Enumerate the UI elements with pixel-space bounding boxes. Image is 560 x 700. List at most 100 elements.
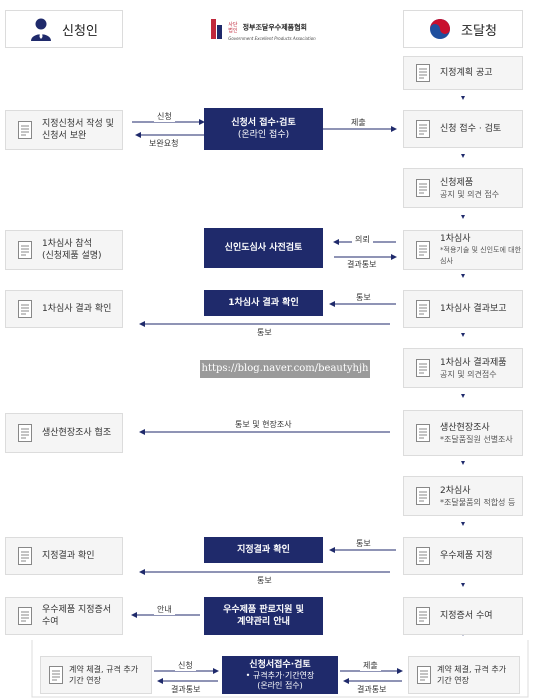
exam2-main: 2차심사 [440, 485, 471, 496]
left-contract: 계약 체결, 규격 추가 기간 연장 [40, 656, 152, 694]
taegeuk-icon [430, 19, 451, 39]
right-announce: 지정계획 공고 [403, 56, 523, 90]
right-survey: 생산현장조사*조달품질원 선별조사 [403, 410, 523, 456]
blog-watermark: https://blog.naver.com/beautyhjh [200, 360, 370, 378]
label-result-notice: 결과통보 [344, 259, 380, 270]
exam1-main: 1차심사 [440, 234, 471, 244]
attend-text: 1차심사 참석 (신청제품 설명) [42, 239, 102, 261]
label-notify-1: 통보 [353, 292, 374, 303]
document-icon [416, 424, 430, 442]
publish2-main: 1차심사 결과제품 [440, 357, 507, 368]
document-icon [18, 241, 32, 259]
document-icon [416, 359, 430, 377]
mid-result1: 1차심사 결과 확인 [204, 290, 323, 316]
announce-text: 지정계획 공고 [440, 68, 493, 78]
left-contract-text: 계약 체결, 규격 추가 기간 연장 [69, 665, 139, 685]
award-text: 지정증서 수여 [440, 611, 493, 621]
label-notify-2: 통보 [353, 538, 374, 549]
association-logo-icon [211, 19, 223, 39]
left-write: 지정신청서 작성 및 신청서 보완 [5, 110, 123, 150]
document-icon [416, 120, 430, 138]
left-cooperate: 생산현장조사 협조 [5, 413, 123, 453]
report1-text: 1차심사 결과보고 [440, 304, 507, 314]
applicant-label: 신청인 [62, 23, 98, 39]
document-icon [18, 607, 32, 625]
document-icon [18, 300, 32, 318]
right-intake: 신청 접수 · 검토 [403, 110, 523, 148]
survey-sub: *조달품질원 선별조사 [440, 434, 513, 444]
applicant-header: 신청인 [5, 10, 123, 48]
label-supplement: 보완요청 [146, 138, 182, 149]
association-header: 사단 법인 정부조달우수제품협회 Government Excellent Pr… [202, 10, 324, 48]
support-line2: 계약관리 안내 [237, 617, 290, 627]
receive-line2: (온라인 접수) [237, 130, 290, 140]
publish-main: 신청제품 [440, 177, 474, 188]
pps-header: 조달청 [403, 10, 523, 48]
mid-receive: 신청서 접수·검토 (온라인 접수) [204, 108, 323, 150]
label-guide: 안내 [154, 604, 175, 615]
mid-result2: 지정결과 확인 [204, 537, 323, 563]
receive-line1: 신청서 접수·검토 [231, 118, 296, 128]
result1-text: 1차심사 결과 확인 [228, 298, 299, 308]
confirm1-text: 1차심사 결과 확인 [42, 304, 112, 314]
left-confirm1: 1차심사 결과 확인 [5, 290, 123, 328]
certificate-text: 우수제품 지정증서 수여 [42, 605, 112, 627]
document-icon [18, 547, 32, 565]
association-small: 사단 법인 [228, 21, 238, 34]
right-contract: 계약 체결, 규격 추가 기간 연장 [408, 656, 520, 694]
document-icon [416, 300, 430, 318]
label-apply-2: 신청 [175, 660, 196, 671]
result2-text: 지정결과 확인 [237, 545, 290, 555]
left-confirm2: 지정결과 확인 [5, 537, 123, 575]
document-icon [416, 64, 430, 82]
document-icon [416, 607, 430, 625]
confirm2-text: 지정결과 확인 [42, 551, 95, 561]
right-award: 지정증서 수여 [403, 597, 523, 635]
association-name: 정부조달우수제품협회 [242, 23, 307, 32]
label-result-2: 결과통보 [168, 684, 204, 695]
survey-main: 생산현장조사 [440, 422, 490, 433]
right-contract-text: 계약 체결, 규격 추가 기간 연장 [437, 665, 507, 685]
bottom-line1: 신청서접수·검토 [249, 660, 311, 670]
right-exam2: 2차심사*조달물품의 적합성 등 [403, 476, 523, 516]
intake-text: 신청 접수 · 검토 [440, 124, 502, 134]
left-attend: 1차심사 참석 (신청제품 설명) [5, 230, 123, 270]
right-designate: 우수제품 지정 [403, 537, 523, 575]
support-line1: 우수제품 판로지원 및 [223, 605, 304, 615]
document-icon [18, 121, 32, 139]
publish2-sub: 공지 및 의견접수 [440, 369, 497, 379]
write-text: 지정신청서 작성 및 신청서 보완 [42, 119, 114, 141]
person-icon [31, 18, 52, 41]
label-submit-2: 제출 [360, 660, 381, 671]
label-notify-2b: 통보 [254, 575, 275, 586]
document-icon [416, 547, 430, 565]
down-arrows [461, 96, 465, 636]
cooperate-text: 생산현장조사 협조 [42, 428, 112, 438]
exam2-sub: *조달물품의 적합성 등 [440, 497, 516, 507]
right-report1: 1차심사 결과보고 [403, 290, 523, 328]
label-result-3: 결과통보 [354, 684, 390, 695]
bottom-line2: • 규격추가·기간연장 (온라인 접수) [245, 671, 315, 690]
label-notify-survey: 통보 및 현장조사 [232, 419, 295, 430]
label-apply: 신청 [154, 111, 175, 122]
bottom-bracket [31, 640, 529, 698]
label-notify-1b: 통보 [254, 327, 275, 338]
document-icon [416, 487, 430, 505]
document-icon [416, 179, 430, 197]
association-english: Government Excellent Products Associatio… [228, 36, 316, 41]
mid-precheck: 신인도심사 사전검토 [204, 228, 323, 268]
designate-text: 우수제품 지정 [440, 551, 493, 561]
label-request: 의뢰 [352, 234, 373, 245]
publish-sub: 공지 및 의견 접수 [440, 189, 500, 199]
document-icon [49, 666, 63, 684]
label-submit: 제출 [348, 117, 369, 128]
document-icon [416, 241, 430, 259]
mid-bottom: 신청서접수·검토• 규격추가·기간연장 (온라인 접수) [222, 656, 338, 694]
right-exam1: 1차심사*적용기술 및 신인도에 대한 심사 [403, 230, 523, 270]
left-certificate: 우수제품 지정증서 수여 [5, 597, 123, 635]
